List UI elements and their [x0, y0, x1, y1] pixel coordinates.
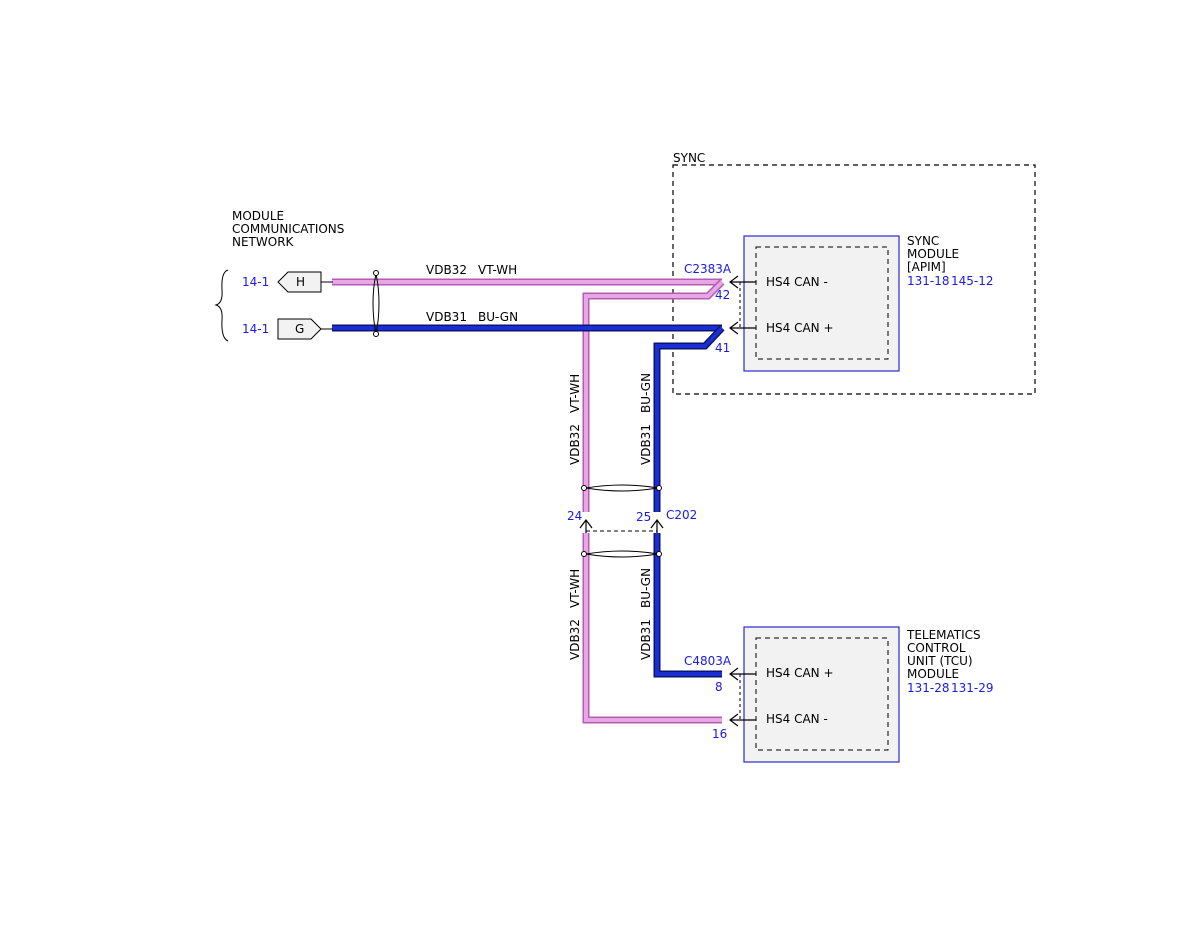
wire-vt-wh-color-lower: VT-WH — [568, 569, 582, 608]
sync-pin-42-arrow[interactable] — [729, 275, 756, 289]
c202-pin-24-arrow[interactable] — [579, 519, 593, 533]
tcu-module-box[interactable] — [743, 626, 900, 763]
wire-bu-gn-circuit-upper: VDB31 — [639, 424, 653, 465]
wire-group — [332, 278, 725, 724]
sync-ref-2[interactable]: 145-12 — [951, 274, 994, 288]
twist-upper-left — [581, 485, 587, 491]
sync-module-box[interactable] — [743, 235, 900, 372]
c202-pin-25: 25 — [636, 510, 651, 524]
sync-pin-41-number: 41 — [715, 341, 730, 355]
c202-connector-label[interactable]: C202 — [666, 508, 697, 522]
wire-vt-wh-circuit-lower: VDB32 — [568, 619, 582, 660]
sync-group-boundary — [672, 164, 1036, 395]
network-pin-h-ref[interactable]: 14-1 — [242, 275, 269, 289]
sync-ref-1[interactable]: 131-18 — [907, 274, 950, 288]
sync-module-name-2: MODULE — [907, 247, 959, 261]
wire-bu-gn-color-lower: BU-GN — [639, 568, 653, 608]
sync-pin-42-number: 42 — [715, 288, 730, 302]
c202-pin-25-arrow[interactable] — [650, 519, 664, 533]
wire-vt-wh-color-horizontal: VT-WH — [478, 263, 517, 277]
wire-bu-gn-lower-outline[interactable] — [653, 533, 722, 678]
c202-pin-24: 24 — [567, 509, 582, 523]
network-brace — [214, 269, 229, 342]
sync-connector-label[interactable]: C2383A — [684, 262, 732, 276]
tcu-module-inner — [755, 637, 889, 751]
twisted-pair-symbol-upper — [585, 484, 659, 492]
sync-module-inner — [755, 246, 889, 360]
network-pin-g-shape[interactable] — [277, 318, 322, 340]
tcu-module-name-2: CONTROL — [907, 641, 966, 655]
wire-bu-gn-color-horizontal: BU-GN — [478, 310, 518, 324]
wire-bu-gn-circuit-horizontal: VDB31 — [426, 310, 467, 324]
sync-group-label: SYNC — [673, 151, 705, 165]
sync-pin-41-signal: HS4 CAN + — [766, 321, 834, 335]
tcu-module-name-1: TELEMATICS — [906, 628, 981, 642]
tcu-ref-1[interactable]: 131-28 — [907, 681, 950, 695]
wire-vt-wh-color-upper: VT-WH — [568, 374, 582, 413]
wire-vt-wh-lower[interactable] — [584, 533, 722, 722]
sync-pin-42-signal: HS4 CAN - — [766, 275, 828, 289]
network-title-3: NETWORK — [232, 235, 295, 249]
twist-lower-right — [656, 551, 662, 557]
network-pin-g-ref[interactable]: 14-1 — [242, 322, 269, 336]
sync-module-name-3: [APIM] — [907, 260, 946, 274]
wire-bu-gn-branch-outline[interactable] — [653, 325, 725, 512]
network-pin-h-letter: H — [296, 275, 305, 289]
wire-bu-gn-branch[interactable] — [655, 326, 724, 512]
tcu-pin-16-signal: HS4 CAN - — [766, 712, 828, 726]
network-pin-g-letter: G — [295, 322, 304, 336]
sync-pin-41-arrow[interactable] — [729, 321, 756, 335]
wire-vt-wh-circuit-horizontal: VDB32 — [426, 263, 467, 277]
tcu-module-name-4: MODULE — [907, 667, 959, 681]
tcu-pin-16-number: 16 — [712, 727, 727, 741]
tcu-pin-8-number: 8 — [715, 680, 723, 694]
wire-bu-gn-color-upper: BU-GN — [639, 373, 653, 413]
network-title-1: MODULE — [232, 209, 284, 223]
tcu-connector-label[interactable]: C4803A — [684, 654, 732, 668]
tcu-pin-8-signal: HS4 CAN + — [766, 666, 834, 680]
sync-module-name-1: SYNC — [907, 234, 939, 248]
tcu-ref-2[interactable]: 131-29 — [951, 681, 994, 695]
wire-bu-gn-lower[interactable] — [655, 533, 722, 676]
wire-vt-wh-circuit-upper: VDB32 — [568, 424, 582, 465]
tcu-module-name-3: UNIT (TCU) — [907, 654, 973, 668]
wire-vt-wh-branch[interactable] — [584, 280, 724, 512]
tcu-pin-16-arrow[interactable] — [729, 713, 756, 727]
twist-end-top — [373, 270, 379, 276]
twist-upper-right — [656, 485, 662, 491]
twist-end-bottom — [373, 331, 379, 337]
tcu-pin-8-arrow[interactable] — [729, 667, 756, 681]
twisted-pair-symbol-lower — [585, 550, 659, 558]
twisted-pair-symbol-horizontal — [372, 273, 380, 335]
wire-bu-gn-circuit-lower: VDB31 — [639, 619, 653, 660]
network-title-2: COMMUNICATIONS — [232, 222, 344, 236]
twist-lower-left — [581, 551, 587, 557]
